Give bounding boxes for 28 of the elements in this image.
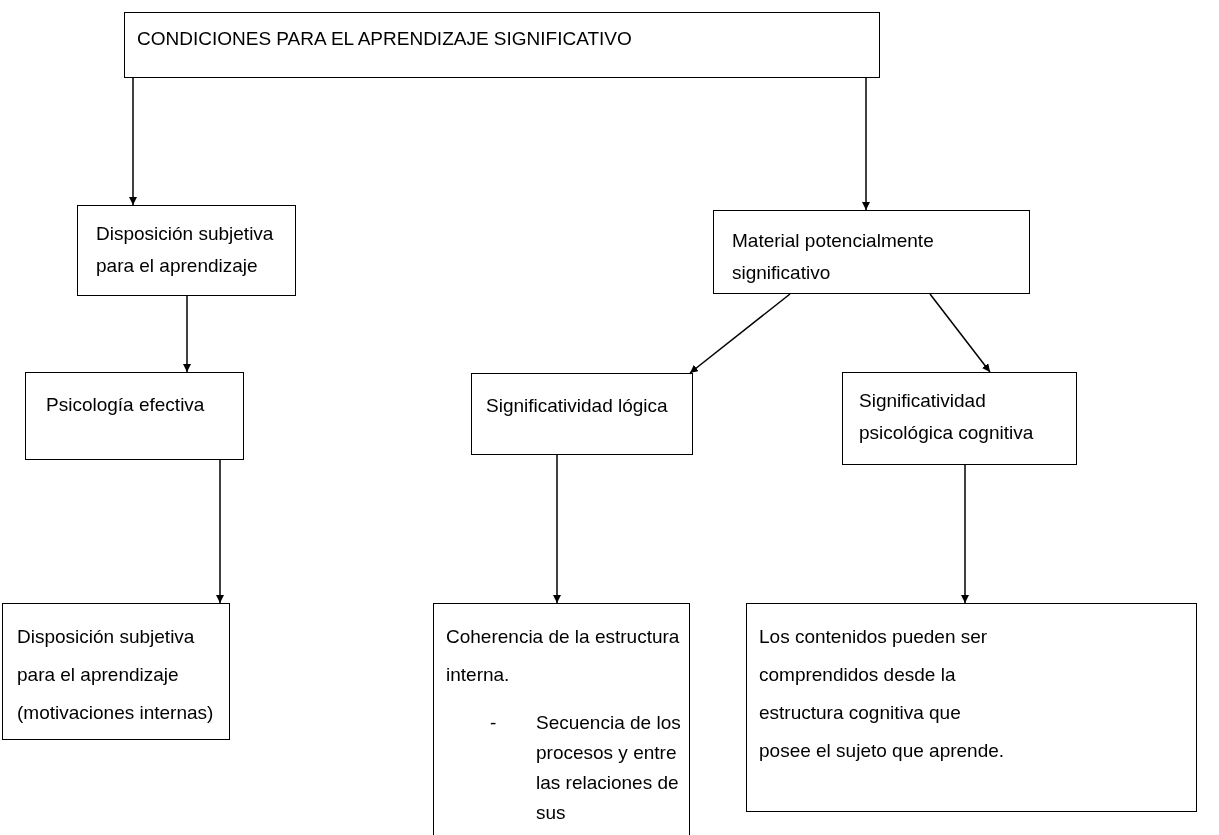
box-text: Psicología efectiva bbox=[46, 393, 206, 417]
arrow bbox=[689, 293, 791, 374]
text-box bbox=[124, 12, 880, 78]
text-box bbox=[471, 373, 693, 455]
box-text: Los contenidos pueden ser comprendidos desde la estructura cognitiva que posee el sujeto que aprende. bbox=[759, 625, 1006, 763]
box-text: Coherencia de la estructura interna. bbox=[446, 625, 681, 687]
text-box bbox=[713, 210, 1030, 294]
text-box bbox=[2, 603, 230, 740]
arrow bbox=[553, 454, 561, 604]
arrow bbox=[183, 295, 191, 373]
arrow bbox=[929, 293, 991, 373]
arrow bbox=[216, 459, 224, 604]
text-box bbox=[746, 603, 1197, 812]
text-box bbox=[77, 205, 296, 296]
box-text: Secuencia de los procesos y entre las relaciones de sus bbox=[536, 711, 682, 825]
arrow bbox=[961, 464, 969, 604]
box-text: Disposición subjetiva para el aprendizaje bbox=[96, 222, 275, 278]
text-box bbox=[433, 603, 690, 835]
box-text: CONDICIONES PARA EL APRENDIZAJE SIGNIFICATIVO bbox=[137, 27, 633, 51]
text-box bbox=[25, 372, 244, 460]
box-text: Disposición subjetiva para el aprendizaje (motivaciones internas) bbox=[17, 625, 215, 725]
box-text: Significatividad psicológica cognitiva bbox=[859, 389, 1035, 445]
text-box bbox=[842, 372, 1077, 465]
bullet-dash: - bbox=[490, 711, 498, 735]
arrow bbox=[862, 77, 870, 211]
box-text: Significatividad lógica bbox=[486, 394, 669, 418]
box-text: Material potencialmente significativo bbox=[732, 229, 935, 285]
arrow bbox=[129, 77, 137, 206]
